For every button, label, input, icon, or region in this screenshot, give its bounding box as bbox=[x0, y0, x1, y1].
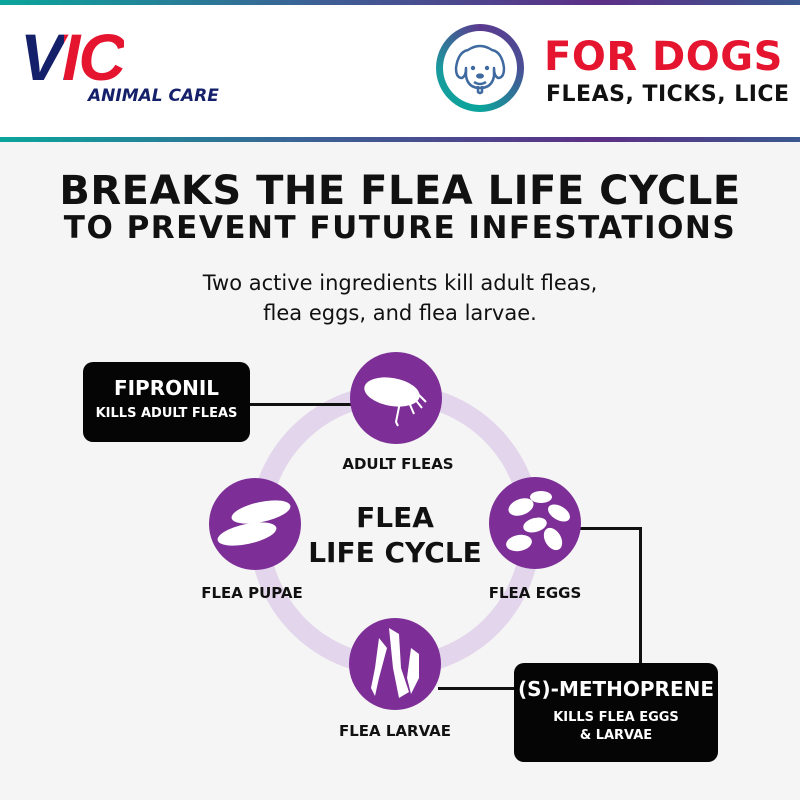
pupae-icon bbox=[217, 500, 291, 546]
fipronil-connector bbox=[250, 403, 354, 406]
headline: BREAKS THE FLEA LIFE CYCLE bbox=[59, 168, 741, 214]
stage-label: ADULT FLEAS bbox=[342, 455, 454, 473]
top-gradient-bar bbox=[0, 0, 800, 5]
cycle-title: FLEA LIFE CYCLE bbox=[300, 500, 490, 570]
cycle-title-line: FLEA bbox=[356, 501, 434, 534]
stage-flea-pupae bbox=[209, 478, 301, 570]
stage-flea-larvae bbox=[349, 618, 441, 710]
ingredient-effect: KILLS ADULT FLEAS bbox=[95, 406, 238, 421]
header-banner bbox=[0, 0, 800, 140]
bottom-gradient-bar bbox=[0, 137, 800, 142]
stage-label: FLEA EGGS bbox=[488, 584, 582, 602]
methoprene-connector bbox=[578, 527, 642, 530]
brand-subtitle: ANIMAL CARE bbox=[88, 86, 219, 106]
stage-flea-eggs bbox=[489, 477, 581, 569]
subheadline: TO PREVENT FUTURE INFESTATIONS bbox=[63, 210, 737, 246]
ingredient-name: FIPRONIL bbox=[113, 376, 220, 400]
methoprene-connector bbox=[438, 687, 516, 690]
description-line: flea eggs, and flea larvae. bbox=[263, 301, 537, 325]
dog-icon bbox=[454, 44, 506, 95]
stage-label: FLEA LARVAE bbox=[338, 722, 452, 740]
cycle-title-line: LIFE CYCLE bbox=[308, 536, 482, 569]
vic-logo: VIC bbox=[20, 20, 126, 94]
methoprene-connector bbox=[639, 527, 642, 665]
dog-badge bbox=[436, 24, 524, 112]
effect-line: KILLS FLEA EGGS bbox=[553, 710, 679, 725]
larvae-icon bbox=[371, 628, 419, 698]
stage-label: FLEA PUPAE bbox=[201, 584, 303, 602]
ingredient-name: (S)-METHOPRENE bbox=[517, 677, 715, 701]
for-dogs-title: FOR DOGS bbox=[544, 34, 783, 80]
stage-adult-fleas bbox=[350, 352, 442, 444]
ingredient-effect: KILLS FLEA EGGS & LARVAE bbox=[514, 709, 718, 745]
description: Two active ingredients kill adult fleas,… bbox=[0, 268, 800, 328]
fipronil-box: FIPRONIL KILLS ADULT FLEAS bbox=[83, 362, 250, 442]
pest-list: FLEAS, TICKS, LICE bbox=[546, 82, 790, 107]
methoprene-box: (S)-METHOPRENE KILLS FLEA EGGS & LARVAE bbox=[514, 663, 718, 762]
effect-line: & LARVAE bbox=[579, 728, 653, 743]
description-line: Two active ingredients kill adult fleas, bbox=[202, 271, 598, 295]
eggs-icon bbox=[506, 491, 570, 552]
flea-icon bbox=[364, 377, 427, 427]
